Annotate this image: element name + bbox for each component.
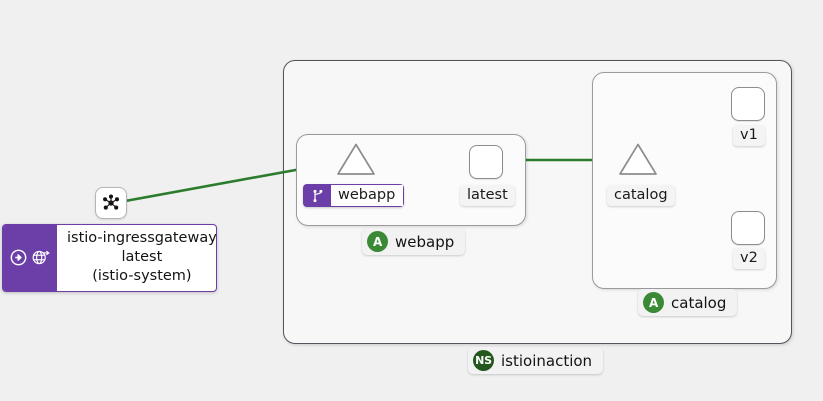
service-label-webapp[interactable]: webapp [303, 184, 405, 208]
mesh-node-icon [103, 194, 120, 210]
service-node-webapp[interactable] [334, 141, 378, 179]
app-group-name: catalog [671, 293, 727, 312]
app-kind-badge: A [643, 292, 664, 313]
triangle-shape-icon [619, 143, 657, 175]
service-label-webapp-text: webapp [331, 185, 404, 207]
workload-node-v2[interactable] [731, 211, 765, 245]
gateway-name: istio-ingressgateway [67, 230, 217, 246]
app-group-label-catalog[interactable]: A catalog [638, 289, 738, 316]
virtualservice-badge [304, 185, 331, 207]
istio-ingressgateway-card[interactable]: istio-ingressgateway latest (istio-syste… [2, 224, 217, 292]
workload-node-latest[interactable] [469, 145, 503, 179]
app-group-name: webapp [395, 232, 455, 251]
app-group-label-webapp[interactable]: A webapp [362, 228, 466, 255]
istio-ingressgateway-node[interactable] [95, 187, 127, 219]
triangle-shape-icon [337, 143, 375, 175]
istio-ingressgateway-label: istio-ingressgateway latest (istio-syste… [57, 225, 217, 291]
namespace-group-label[interactable]: NS istioinaction [468, 347, 604, 374]
app-kind-badge: A [367, 231, 388, 252]
gateway-badge-icons [3, 225, 57, 291]
gateway-version: latest [121, 248, 163, 265]
service-node-catalog[interactable] [616, 141, 660, 179]
namespace-kind-badge: NS [473, 350, 494, 371]
virtualservice-route-icon [313, 189, 322, 202]
workload-label-latest[interactable]: latest [460, 185, 515, 207]
globe-icon [32, 250, 50, 265]
workload-label-v2[interactable]: v2 [733, 248, 765, 270]
namespace-group-name: istioinaction [501, 351, 593, 370]
gateway-namespace: (istio-system) [92, 267, 192, 284]
workload-label-v1[interactable]: v1 [733, 125, 765, 147]
gateway-arrow-icon [10, 249, 27, 266]
workload-node-v1[interactable] [731, 87, 765, 121]
service-label-catalog[interactable]: catalog [607, 185, 675, 207]
